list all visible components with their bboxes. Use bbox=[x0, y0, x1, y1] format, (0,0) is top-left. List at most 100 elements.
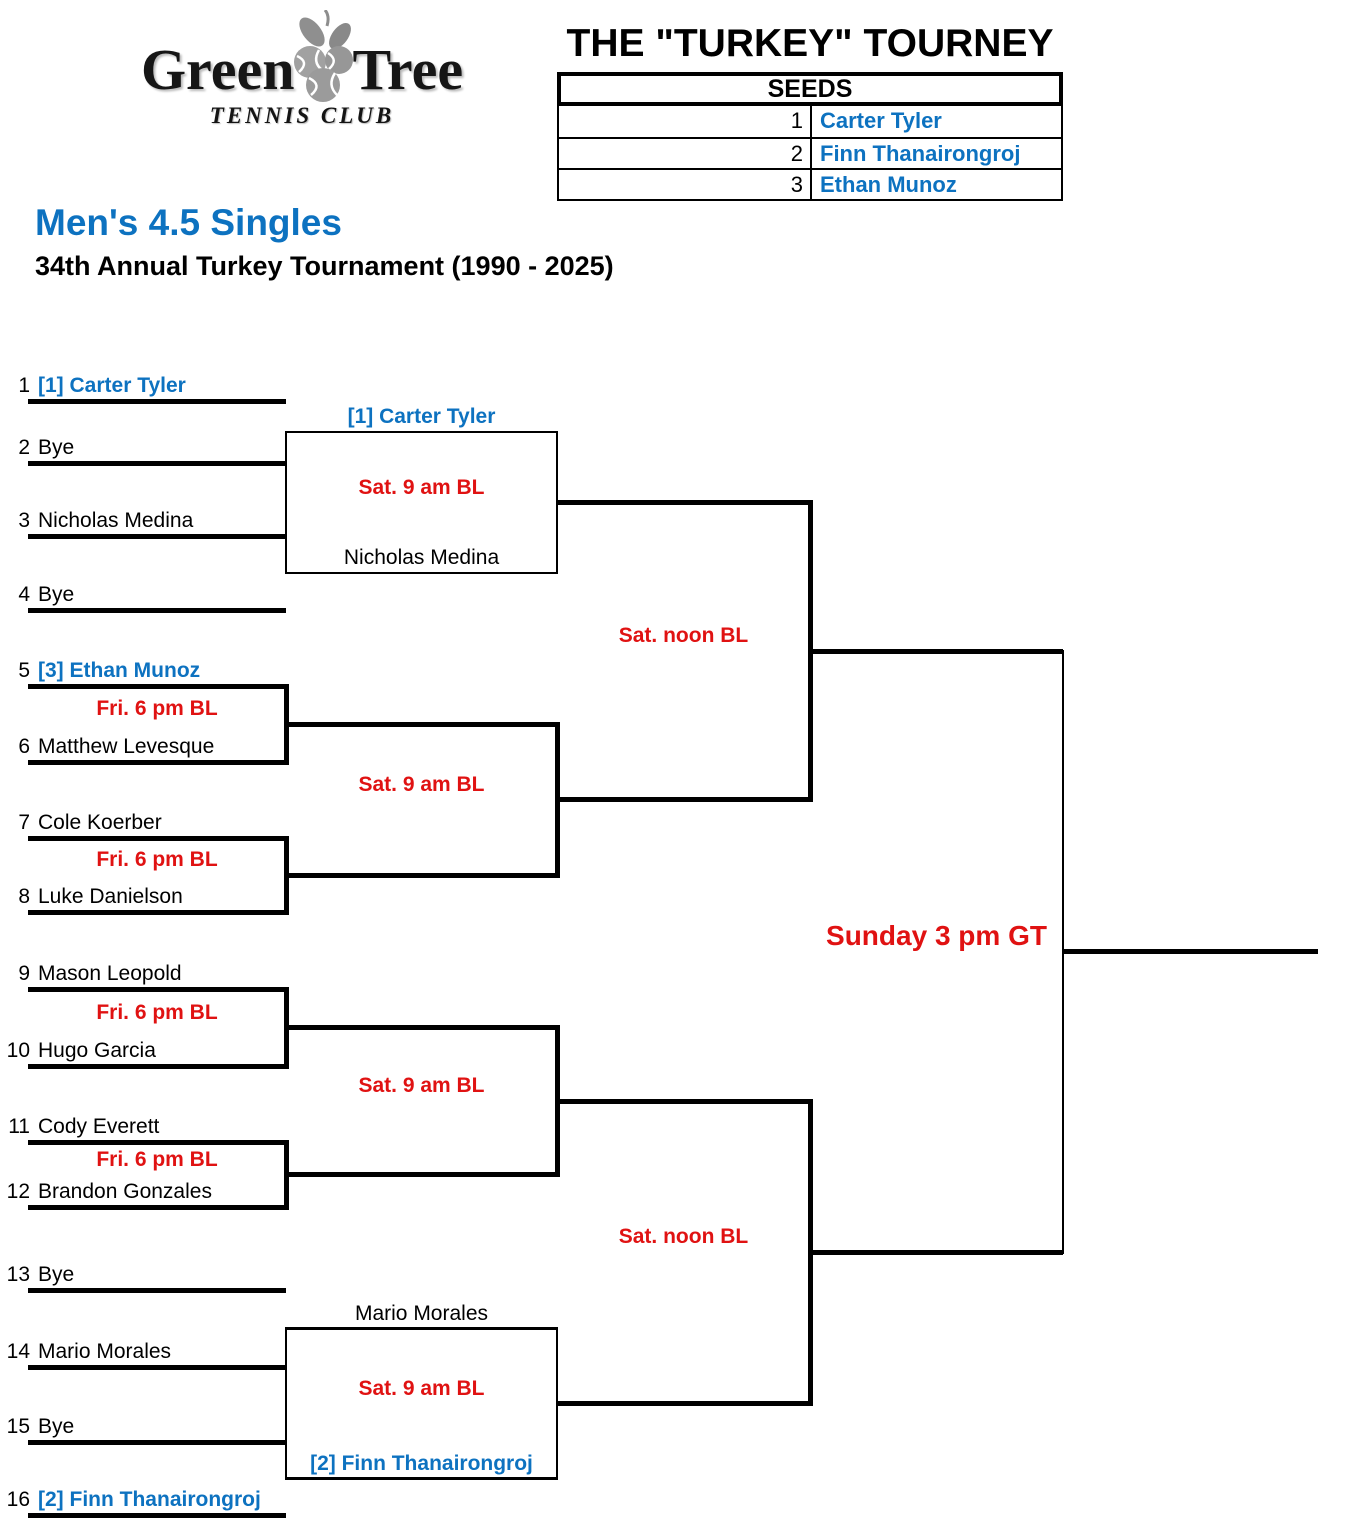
round1-player-line bbox=[28, 398, 286, 404]
seed-player-name: Carter Tyler bbox=[820, 108, 942, 133]
entry-player-name: Mason Leopold bbox=[38, 962, 182, 985]
event-header: Men's 4.5 Singles 34th Annual Turkey Tou… bbox=[35, 202, 614, 282]
logo-word-tree: Tree bbox=[352, 37, 464, 102]
match-box-left-edge bbox=[284, 1327, 288, 1480]
entry-player-name: Hugo Garcia bbox=[38, 1039, 156, 1062]
entry-number: 16 bbox=[6, 1488, 30, 1511]
entry-number: 7 bbox=[18, 811, 30, 834]
winner-line bbox=[557, 1401, 810, 1406]
round1-player-line bbox=[28, 1512, 286, 1518]
seed-number: 1 bbox=[559, 106, 812, 137]
match-time-label: Sat. noon BL bbox=[618, 1225, 749, 1249]
entry-player-name: Matthew Levesque bbox=[38, 735, 215, 758]
entry-player-name: Brandon Gonzales bbox=[38, 1180, 212, 1203]
winner-label: Mario Morales bbox=[354, 1301, 489, 1325]
bracket-entry-5: 5 [3] Ethan Munoz bbox=[0, 657, 286, 684]
bracket-entry-10: 10 Hugo Garcia bbox=[0, 1037, 286, 1064]
winner-line bbox=[286, 430, 557, 434]
match-time-label: Sat. 9 am BL bbox=[358, 772, 485, 796]
winner-line bbox=[286, 1025, 557, 1030]
tournament-title: THE "TURKEY" TOURNEY bbox=[566, 22, 1054, 65]
entry-player-name: Mario Morales bbox=[38, 1340, 172, 1363]
round1-player-line bbox=[28, 1063, 286, 1069]
bracket-entry-12: 12 Brandon Gonzales bbox=[0, 1178, 286, 1205]
club-logo-wordmark: Green Tree bbox=[112, 9, 492, 102]
round1-player-line bbox=[28, 1364, 286, 1370]
match-time-label: Fri. 6 pm BL bbox=[96, 848, 218, 871]
winner-label: Nicholas Medina bbox=[343, 546, 500, 569]
club-logo: Green Tree TENNIS CLUB bbox=[112, 9, 492, 129]
entry-player-name: [2] Finn Thanairongroj bbox=[38, 1488, 261, 1511]
tennis-ball-cluster-icon bbox=[285, 9, 363, 115]
entry-number: 2 bbox=[18, 436, 30, 459]
winner-line bbox=[286, 721, 557, 727]
logo-word-green: Green bbox=[140, 37, 295, 102]
seed-player-name: Ethan Munoz bbox=[820, 172, 957, 197]
seeds-table: SEEDS 1 Carter Tyler 2 Finn Thanairongro… bbox=[557, 72, 1063, 201]
bracket-entry-8: 8 Luke Danielson bbox=[0, 883, 286, 910]
round1-player-line bbox=[28, 1204, 286, 1210]
winner-line bbox=[286, 1327, 557, 1330]
bracket-entry-16: 16 [2] Finn Thanairongroj bbox=[0, 1486, 286, 1513]
winner-line bbox=[286, 571, 557, 575]
match-time-label: Sat. 9 am BL bbox=[358, 1376, 485, 1400]
entry-number: 4 bbox=[18, 583, 30, 606]
winner-label: [2] Finn Thanairongroj bbox=[310, 1451, 533, 1475]
seeds-table-body: 1 Carter Tyler 2 Finn Thanairongroj 3 Et… bbox=[557, 106, 1063, 201]
round1-player-line bbox=[28, 607, 286, 613]
winner-line bbox=[286, 872, 557, 878]
round1-player-line bbox=[28, 460, 286, 466]
round1-player-line bbox=[28, 759, 286, 765]
entry-number: 8 bbox=[18, 885, 30, 908]
winner-line bbox=[286, 1172, 557, 1177]
entry-player-name: [3] Ethan Munoz bbox=[38, 659, 201, 682]
match-time-label: Fri. 6 pm BL bbox=[96, 1147, 218, 1171]
event-title: Men's 4.5 Singles bbox=[35, 202, 342, 243]
round1-player-line bbox=[28, 683, 286, 689]
match-time-label: Fri. 6 pm BL bbox=[96, 697, 218, 720]
bracket-entry-6: 6 Matthew Levesque bbox=[0, 733, 286, 760]
bracket-entry-1: 1[1] Carter Tyler bbox=[0, 372, 286, 399]
round1-player-line bbox=[28, 1287, 286, 1293]
winner-line bbox=[810, 1249, 1063, 1255]
match-time-label: Sat. 9 am BL bbox=[358, 1074, 485, 1097]
entry-number: 1 bbox=[18, 374, 30, 397]
logo-subtitle: TENNIS CLUB bbox=[209, 103, 395, 128]
winner-line bbox=[810, 648, 1063, 654]
entry-player-name: Cole Koerber bbox=[38, 811, 162, 834]
seed-player-name: Finn Thanairongroj bbox=[820, 141, 1021, 166]
match-time-label: Sat. 9 am BL bbox=[358, 475, 485, 499]
winner-label: [1] Carter Tyler bbox=[347, 405, 496, 428]
bracket-entry-2: 2 Bye bbox=[0, 434, 286, 461]
entry-player-name: Luke Danielson bbox=[38, 885, 183, 908]
entry-number: 6 bbox=[18, 735, 30, 758]
round1-player-line bbox=[28, 1439, 286, 1445]
entry-number: 12 bbox=[6, 1180, 30, 1203]
winner-line bbox=[557, 797, 810, 802]
entry-player-name: Bye bbox=[38, 436, 75, 459]
winner-line bbox=[286, 1477, 557, 1480]
entry-number: 10 bbox=[6, 1039, 30, 1062]
winner-line bbox=[557, 500, 810, 505]
entry-number: 13 bbox=[6, 1263, 30, 1286]
round1-player-line bbox=[28, 533, 286, 539]
seed-row: 3 Ethan Munoz bbox=[559, 168, 1061, 199]
round1-player-line bbox=[28, 986, 286, 992]
entry-number: 5 bbox=[18, 659, 30, 682]
winner-line bbox=[557, 1098, 810, 1104]
round1-player-line bbox=[28, 1139, 286, 1145]
seed-row: 2 Finn Thanairongroj bbox=[559, 137, 1061, 168]
match-time-label: Fri. 6 pm BL bbox=[96, 1000, 218, 1024]
round1-player-line bbox=[28, 835, 286, 841]
round1-player-line bbox=[28, 909, 286, 915]
seeds-table-header: SEEDS bbox=[557, 72, 1063, 106]
entry-player-name: Bye bbox=[38, 1263, 75, 1286]
entry-player-name: Nicholas Medina bbox=[38, 509, 194, 532]
event-subtitle: 34th Annual Turkey Tournament (1990 - 20… bbox=[35, 250, 614, 281]
bracket-entry-7: 7 Cole Koerber bbox=[0, 809, 286, 836]
